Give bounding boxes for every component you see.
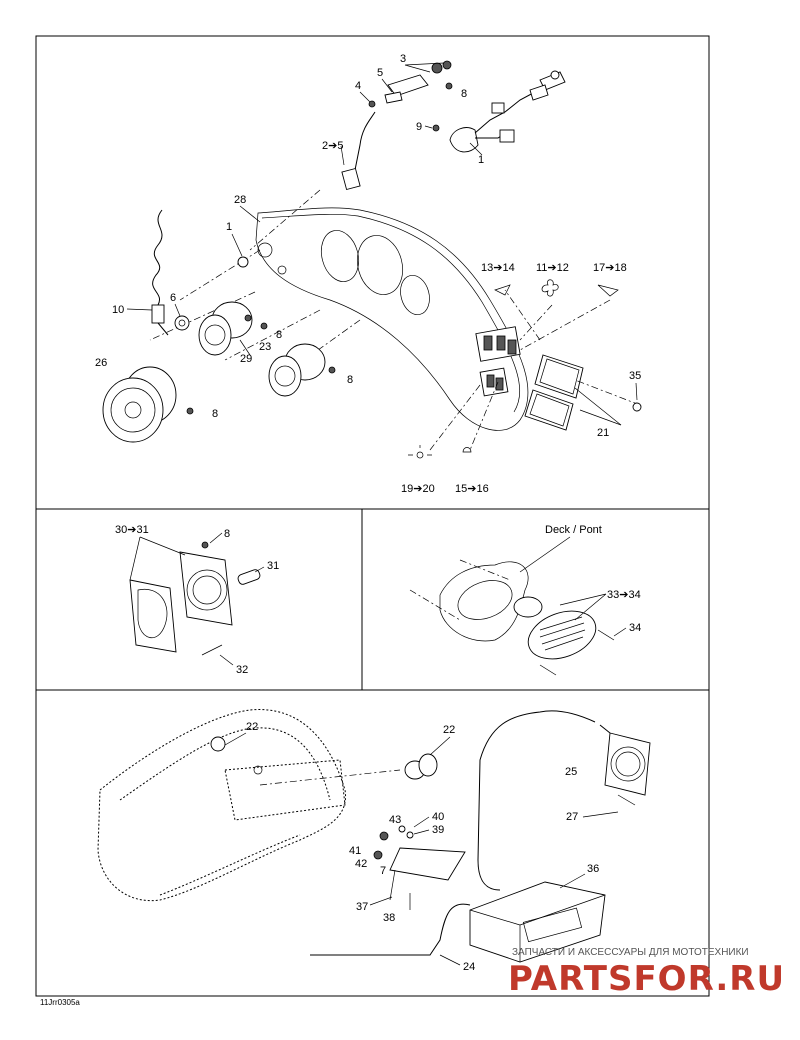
callout-23: 23 xyxy=(259,341,271,353)
callout-6: 6 xyxy=(170,292,176,304)
callout-21: 21 xyxy=(597,427,609,439)
callout-39: 39 xyxy=(432,824,444,836)
callout-33-34: 33➔34 xyxy=(607,589,641,601)
callout-40: 40 xyxy=(432,811,444,823)
callout-30-31: 30➔31 xyxy=(115,524,149,536)
callout-24: 24 xyxy=(463,961,475,973)
callout-4: 4 xyxy=(355,80,361,92)
callout-8-a: 8 xyxy=(276,329,282,341)
callout-41: 41 xyxy=(349,845,361,857)
callout-22-left: 22 xyxy=(246,721,258,733)
callout-8-top: 8 xyxy=(461,88,467,100)
callout-11-12: 11➔12 xyxy=(536,262,569,274)
callout-37: 37 xyxy=(356,901,368,913)
main-callouts: 3 5 4 8 9 2➔5 1 28 1 13➔14 11➔12 17➔18 1… xyxy=(95,53,641,495)
callout-1-left: 1 xyxy=(226,221,232,233)
watermark-brand: PARTSFOR.RU xyxy=(508,959,785,999)
diagram-frame xyxy=(35,35,710,997)
callout-34: 34 xyxy=(629,622,641,634)
callout-9: 9 xyxy=(416,121,422,133)
deck-label: Deck / Pont xyxy=(545,524,602,536)
callout-32: 32 xyxy=(236,664,248,676)
speaker-detail-panel: Deck / Pont 33➔34 34 xyxy=(409,524,641,676)
callout-5: 5 xyxy=(377,67,383,79)
callout-29: 29 xyxy=(240,353,252,365)
watermark: ЗАПЧАСТИ И АКСЕССУАРЫ ДЛЯ МОТОТЕХНИКИ PA… xyxy=(508,947,785,999)
callout-8-c: 8 xyxy=(212,408,218,420)
callout-7: 7 xyxy=(380,865,386,877)
callout-3: 3 xyxy=(400,53,406,65)
callout-17-18: 17➔18 xyxy=(593,262,627,274)
figure-code: 11Jrr0305a xyxy=(40,998,80,1007)
callout-42: 42 xyxy=(355,858,367,870)
watermark-tagline: ЗАПЧАСТИ И АКСЕССУАРЫ ДЛЯ МОТОТЕХНИКИ xyxy=(512,947,749,958)
callout-38: 38 xyxy=(383,912,395,924)
callout-1-top: 1 xyxy=(478,154,484,166)
callout-27: 27 xyxy=(566,811,578,823)
callout-8-b: 8 xyxy=(347,374,353,386)
callout-28: 28 xyxy=(234,194,246,206)
callout-13-14: 13➔14 xyxy=(481,262,515,274)
callout-25: 25 xyxy=(565,766,577,778)
callout-22-right: 22 xyxy=(443,724,455,736)
callout-26: 26 xyxy=(95,357,107,369)
callout-8-gauge: 8 xyxy=(224,528,230,540)
callout-2-5: 2➔5 xyxy=(322,140,343,152)
main-panel xyxy=(102,60,642,459)
callout-35: 35 xyxy=(629,370,641,382)
callout-31: 31 xyxy=(267,560,279,572)
callout-36: 36 xyxy=(587,863,599,875)
callout-15-16: 15➔16 xyxy=(455,483,489,495)
callout-10: 10 xyxy=(112,304,124,316)
gauge-detail-panel: 30➔31 8 31 32 xyxy=(115,524,279,676)
audio-panel: 22 22 25 40 43 39 41 42 7 27 36 37 38 24 xyxy=(97,709,651,973)
callout-43: 43 xyxy=(389,814,401,826)
callout-19-20: 19➔20 xyxy=(401,483,435,495)
